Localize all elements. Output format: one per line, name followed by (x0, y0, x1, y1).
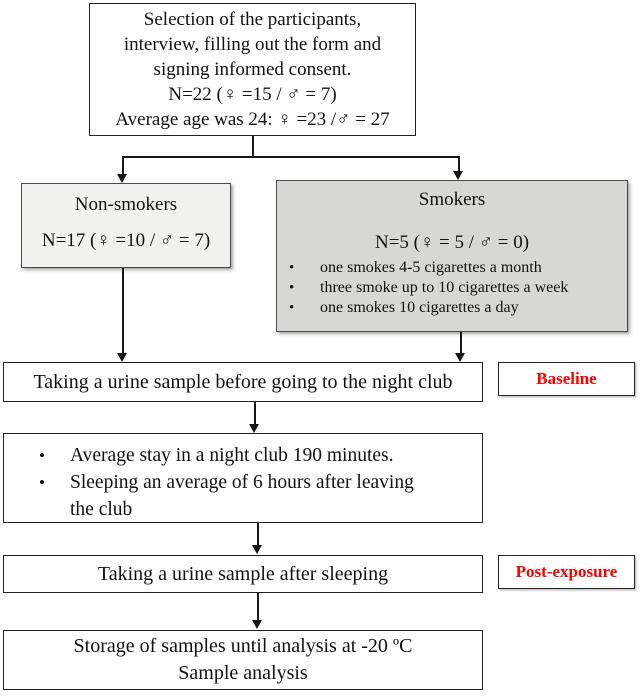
post-exposure-step-text: Taking a urine sample after sleeping (97, 562, 389, 585)
arrow-head-baseline-right (455, 353, 465, 362)
branch-right-line (458, 156, 460, 172)
selection-line: signing informed consent. (153, 59, 352, 80)
baseline-step-box: Taking a urine sample before going to th… (3, 362, 483, 402)
post-exposure-step-box: Taking a urine sample after sleeping (3, 555, 483, 593)
storage-line: Storage of samples until analysis at -20… (73, 635, 413, 657)
smokers-count: N=5 (♀ = 5 / ♂ = 0) (374, 232, 530, 253)
post-to-storage-line (257, 593, 259, 621)
smokers-bullet: one smokes 4-5 cigarettes a month (277, 258, 627, 278)
non-smokers-box: Non-smokers N=17 (♀ =10 / ♂ = 7) (21, 183, 231, 268)
arrow-head-club (249, 424, 259, 433)
selection-line: interview, filling out the form and (123, 34, 382, 55)
club-stay-box: Average stay in a night club 190 minutes… (3, 433, 483, 523)
branch-left-line (122, 156, 124, 175)
branch-stem-line (252, 136, 254, 157)
smokers-to-baseline-line (460, 332, 462, 354)
post-exposure-label-box: Post-exposure (498, 555, 635, 589)
club-bullet: Sleeping an average of 6 hours after lea… (4, 469, 482, 523)
non-smokers-count: N=17 (♀ =10 / ♂ = 7) (41, 230, 211, 251)
club-bullet-list: Average stay in a night club 190 minutes… (4, 442, 482, 523)
smokers-bullet: three smoke up to 10 cigarettes a week (277, 278, 627, 298)
selection-line: Average age was 24: ♀ =23 /♂ = 27 (115, 109, 390, 130)
arrow-head-non-smokers (117, 174, 127, 183)
club-to-post-line (257, 523, 259, 546)
storage-line: Sample analysis (178, 662, 308, 684)
arrow-head-post (252, 545, 262, 554)
baseline-to-club-line (254, 402, 256, 425)
smokers-box: Smokers N=5 (♀ = 5 / ♂ = 0) one smokes 4… (276, 180, 628, 332)
selection-box: Selection of the participants, interview… (89, 3, 416, 136)
smokers-bullet: one smokes 10 cigarettes a day (277, 298, 627, 318)
arrow-head-baseline-left (117, 353, 127, 362)
arrow-head-storage (252, 620, 262, 629)
non-smokers-to-baseline-line (122, 268, 124, 354)
arrow-head-smokers (453, 171, 463, 180)
club-bullet: Average stay in a night club 190 minutes… (4, 442, 482, 469)
selection-line: Selection of the participants, (143, 9, 362, 30)
smokers-title: Smokers (418, 189, 486, 210)
post-exposure-label-text: Post-exposure (515, 562, 618, 581)
branch-horizontal-line (122, 156, 460, 158)
selection-line: N=22 (♀ =15 / ♂ = 7) (168, 84, 337, 105)
smokers-bullet-list: one smokes 4-5 cigarettes a month three … (277, 258, 627, 318)
non-smokers-title: Non-smokers (74, 194, 178, 215)
baseline-label-text: Baseline (536, 369, 597, 388)
baseline-step-text: Taking a urine sample before going to th… (33, 370, 453, 393)
baseline-label-box: Baseline (498, 362, 635, 396)
storage-box: Storage of samples until analysis at -20… (3, 630, 483, 690)
